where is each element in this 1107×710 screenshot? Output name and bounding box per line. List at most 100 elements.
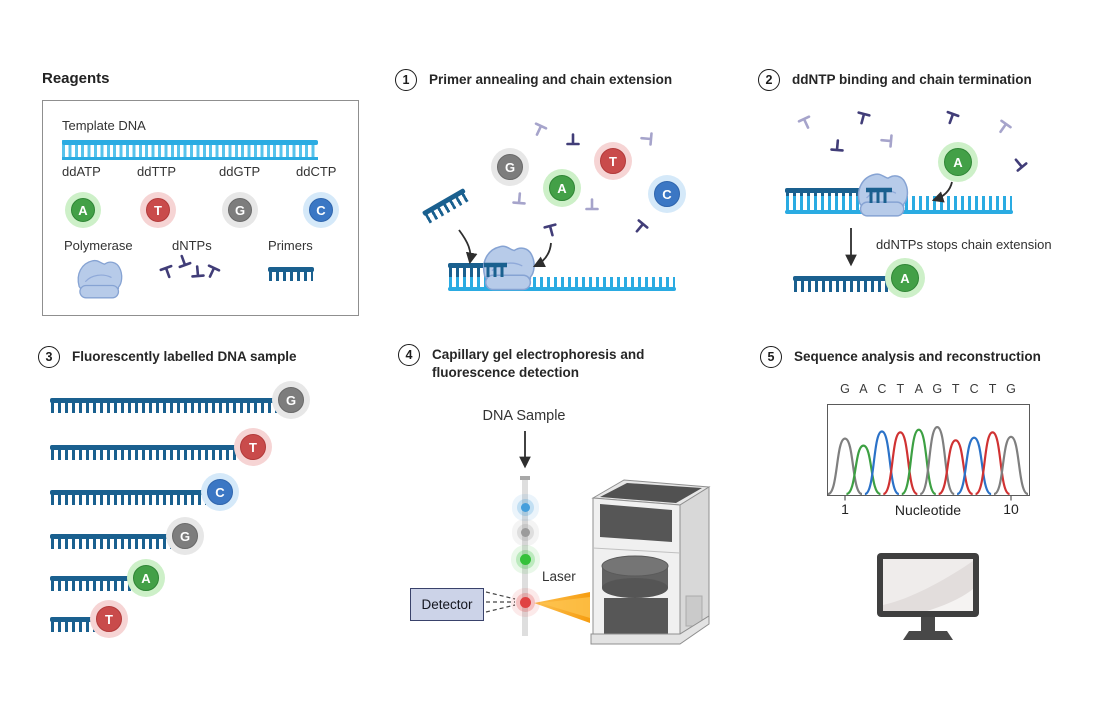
step3-title: Fluorescently labelled DNA sample — [72, 349, 297, 364]
sequence-letter: A — [914, 382, 923, 396]
polymerase-icon — [857, 173, 909, 217]
nucleotide-t-icon: T — [594, 142, 632, 180]
strand-tip-over-polymerase — [866, 187, 892, 203]
x-tick-label: 1 — [841, 501, 849, 517]
sequence-letter: G — [932, 382, 943, 396]
chromatogram-peak — [845, 444, 881, 495]
chain-termination-note: ddNTPs stops chain extension — [876, 237, 1052, 252]
reagents-title: Reagents — [42, 70, 110, 87]
capillary-top-cap — [520, 476, 530, 480]
sequence-letter: T — [896, 382, 905, 396]
sequence-letter: G — [840, 382, 850, 396]
monitor-icon — [877, 553, 979, 640]
fluorescent-label-icon: T — [90, 600, 128, 638]
dna-fragment — [50, 617, 96, 632]
fluorescent-label-icon: T — [234, 428, 272, 466]
fluorescent-label-icon: C — [201, 473, 239, 511]
detector-box: Detector — [410, 588, 484, 621]
laser-label: Laser — [542, 569, 576, 584]
sequence-letter: G — [1006, 382, 1016, 396]
dntp-icons-step1 — [512, 122, 653, 238]
sequence-letter: T — [951, 382, 960, 396]
polymerase-icon — [77, 259, 123, 299]
dna-fragment — [50, 398, 278, 413]
dna-fragment — [50, 534, 172, 549]
ddatp-label: ddATP — [62, 164, 101, 179]
fluorescent-label-icon: G — [166, 517, 204, 555]
chromatogram-peak — [974, 431, 1011, 495]
chromatogram-peak — [864, 430, 900, 495]
fluorescence-dot-icon — [519, 553, 531, 565]
fluorescence-dot-icon — [520, 502, 530, 512]
primer-icon — [268, 267, 314, 281]
chromatogram-peak — [901, 428, 937, 495]
chromatogram-peak — [956, 436, 992, 495]
nucleotide-c-icon: C — [648, 175, 686, 213]
step4-title: Capillary gel electrophoresis and fluore… — [432, 347, 645, 381]
annealed-primer-strand — [448, 263, 506, 277]
x-tick-label: 10 — [1003, 501, 1019, 517]
template-dna-strand — [62, 140, 318, 160]
sequence-letter: C — [969, 382, 979, 396]
sequence-letter: T — [988, 382, 997, 396]
ddgtp-label: ddGTP — [219, 164, 261, 179]
chromatogram-peak — [919, 426, 955, 495]
dna-fragment — [50, 490, 207, 505]
step2-number-badge: 2 — [758, 69, 780, 91]
dntps-label: dNTPs — [172, 238, 212, 253]
chromatogram-peak — [882, 431, 918, 495]
nucleotide-g-icon: G — [491, 148, 529, 186]
step1-arrows — [458, 229, 552, 268]
step3-number-badge: 3 — [38, 346, 60, 368]
dna-fragment — [50, 576, 133, 591]
x-axis-label: Nucleotide — [894, 502, 962, 518]
laser-core — [540, 597, 590, 618]
detector-label: Detector — [421, 597, 473, 612]
primers-label: Primers — [268, 238, 313, 253]
dntp-icons-step2 — [797, 110, 1028, 172]
ddttp-icon: T — [140, 192, 176, 228]
dna-sample-label: DNA Sample — [482, 408, 566, 424]
template-dna-label: Template DNA — [62, 118, 146, 133]
terminated-strand — [793, 276, 893, 292]
incoming-ddntp-icon: A — [938, 142, 978, 182]
chromatogram-peak — [993, 435, 1029, 495]
terminator-ddntp-icon: A — [885, 258, 925, 298]
polymerase-label: Polymerase — [64, 238, 133, 253]
sequencer-icon — [590, 479, 711, 645]
step4-number-badge: 4 — [398, 344, 420, 366]
primer-tip-over-polymerase — [484, 262, 507, 277]
fluorescence-dot-icon — [519, 596, 531, 608]
chromatogram-peaks — [828, 426, 1029, 495]
ddatp-icon: A — [65, 192, 101, 228]
ddctp-label: ddCTP — [296, 164, 337, 179]
fluorescence-dot-icon — [520, 527, 530, 537]
dntp-icons-reagents — [159, 252, 221, 281]
fluorescent-label-icon: A — [127, 559, 165, 597]
nucleotide-a-icon: A — [543, 169, 581, 207]
step4-header: 4 Capillary gel electrophoresis and fluo… — [398, 344, 683, 382]
chromatogram-peak — [828, 437, 863, 495]
chromatogram-peak — [938, 439, 974, 495]
step1-header: 1 Primer annealing and chain extension — [395, 69, 695, 91]
chromatogram-ticks — [844, 496, 1012, 501]
sequence-letter: A — [859, 382, 868, 396]
step5-title: Sequence analysis and reconstruction — [794, 349, 1041, 364]
template-strand — [448, 277, 676, 291]
ddgtp-icon: G — [222, 192, 258, 228]
step5-number-badge: 5 — [760, 346, 782, 368]
detector-sight-lines — [485, 591, 516, 613]
step3-header: 3 Fluorescently labelled DNA sample — [38, 346, 338, 368]
dna-fragment — [50, 445, 240, 460]
step1-number-badge: 1 — [395, 69, 417, 91]
step5-header: 5 Sequence analysis and reconstruction — [760, 346, 1090, 368]
ddttp-label: ddTTP — [137, 164, 177, 179]
step2-arrows — [845, 181, 953, 267]
fluorescent-label-icon: G — [272, 381, 310, 419]
step2-header: 2 ddNTP binding and chain termination — [758, 69, 1078, 91]
step1-title: Primer annealing and chain extension — [429, 72, 673, 87]
ddctp-icon: C — [303, 192, 339, 228]
step2-title: ddNTP binding and chain termination — [792, 72, 1032, 87]
